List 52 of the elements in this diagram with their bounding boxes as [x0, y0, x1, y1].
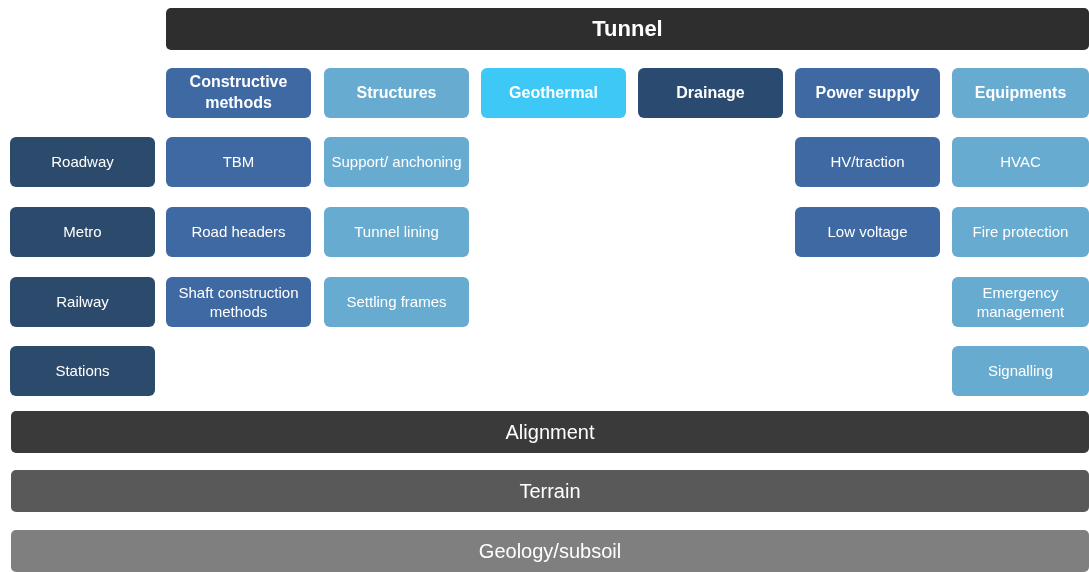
item-box [952, 346, 1089, 396]
box-label: Roadway [51, 152, 114, 172]
box-label: Stations [55, 361, 110, 381]
box-label: Drainage [676, 82, 745, 103]
item-box [324, 277, 469, 327]
layer-bar [11, 530, 1089, 572]
box-label: Constructive methods [188, 72, 289, 113]
item-box [10, 346, 155, 396]
box-label: HV/traction [830, 152, 905, 172]
item-box [324, 207, 469, 257]
box-label: Power supply [815, 82, 920, 103]
box-label: Tunnel lining [354, 222, 439, 242]
item-box [10, 207, 155, 257]
box-label: Road headers [191, 222, 286, 242]
layer-bar [11, 470, 1089, 512]
item-box [166, 277, 311, 327]
category-header [324, 68, 469, 118]
box-label: Signalling [987, 361, 1053, 381]
item-box [10, 277, 155, 327]
box-label: Low voltage [827, 222, 908, 242]
box-label: Structures [356, 82, 437, 103]
box-label: Geothermal [509, 82, 598, 103]
box-label: Metro [63, 222, 102, 242]
box-label: Tunnel [592, 14, 663, 43]
box-label: Support/ anchoning [331, 152, 462, 172]
item-box [795, 137, 940, 187]
category-header [952, 68, 1089, 118]
layer-bar [11, 411, 1089, 453]
title-bar [166, 8, 1089, 50]
box-label: Alignment [505, 420, 595, 445]
category-header [795, 68, 940, 118]
box-label: Settling frames [346, 292, 447, 312]
category-header [481, 68, 626, 118]
item-box [952, 137, 1089, 187]
box-label: Geology/subsoil [478, 539, 622, 564]
item-box [795, 207, 940, 257]
item-box [952, 277, 1089, 327]
item-box [10, 137, 155, 187]
item-box [324, 137, 469, 187]
category-header [166, 68, 311, 118]
box-label: Equipments [974, 82, 1067, 103]
box-label: HVAC [1000, 152, 1041, 172]
item-box [166, 207, 311, 257]
box-label: Emergency management [975, 282, 1066, 322]
box-label: Shaft construction methods [177, 282, 300, 322]
box-label: TBM [222, 152, 255, 172]
category-header [638, 68, 783, 118]
box-label: Railway [56, 292, 109, 312]
box-label: Terrain [519, 479, 581, 504]
box-label: Fire protection [972, 222, 1069, 242]
item-box [166, 137, 311, 187]
item-box [952, 207, 1089, 257]
